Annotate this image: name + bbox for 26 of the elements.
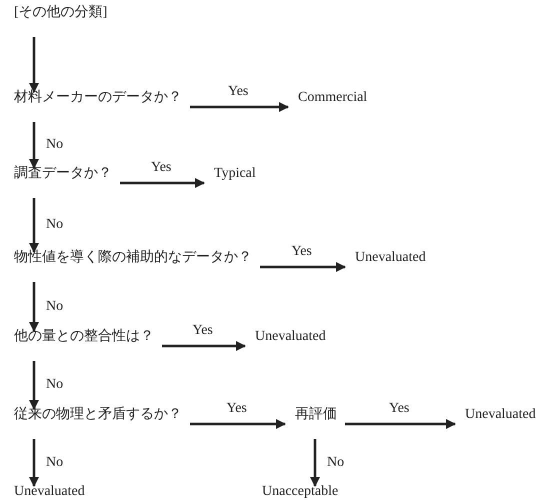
flow-text: Unevaluated bbox=[14, 483, 85, 501]
flow-text: 材料メーカーのデータか？ bbox=[14, 89, 182, 107]
arrow bbox=[190, 419, 286, 429]
arrow bbox=[162, 341, 246, 351]
flow-text: 物性値を導く際の補助的なデータか？ bbox=[14, 249, 252, 267]
arrow bbox=[29, 122, 39, 169]
arrow bbox=[345, 419, 456, 429]
arrow bbox=[120, 178, 205, 188]
arrow bbox=[190, 102, 289, 112]
flow-text: Commercial bbox=[298, 89, 368, 107]
arrow bbox=[29, 37, 39, 93]
flow-text: 他の量との整合性は？ bbox=[14, 328, 154, 346]
flow-text: [その他の分類] bbox=[14, 4, 108, 22]
arrow bbox=[260, 262, 346, 272]
flow-text: Unevaluated bbox=[255, 328, 326, 346]
flow-text: Unacceptable bbox=[262, 483, 338, 501]
flow-text: Unevaluated bbox=[465, 406, 536, 424]
arrow bbox=[29, 361, 39, 410]
arrow bbox=[29, 439, 39, 487]
flow-text: 従来の物理と矛盾するか？ bbox=[14, 406, 182, 424]
flow-text: 再評価 bbox=[295, 406, 337, 424]
flow-text: Typical bbox=[214, 165, 256, 183]
flow-text: Unevaluated bbox=[355, 249, 426, 267]
arrow bbox=[29, 198, 39, 253]
arrow bbox=[310, 439, 320, 487]
arrow bbox=[29, 282, 39, 332]
